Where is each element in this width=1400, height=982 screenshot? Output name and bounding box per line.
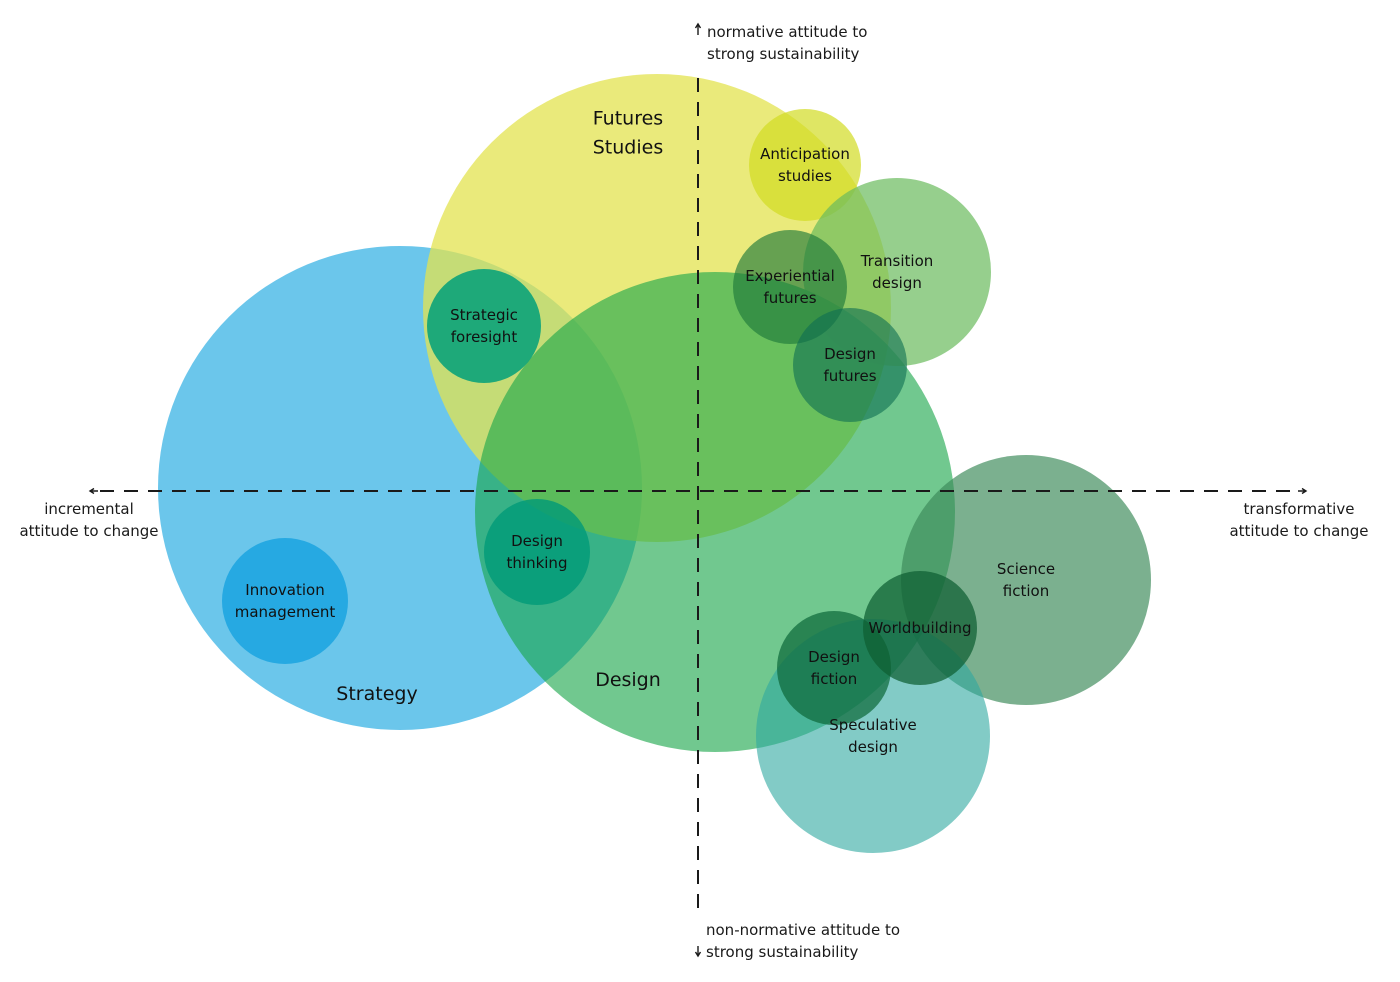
design-label: Design [595,669,661,691]
strategic-foresight-circle [427,269,541,383]
anticipation-studies-label-line: studies [778,167,832,185]
speculative-design-label-line: Speculative [829,716,917,734]
speculative-design-label: Speculative design [829,716,917,756]
transition-design-label: Transition design [860,252,934,292]
arrow-up-icon [694,22,702,35]
innovation-management-circle [222,538,348,664]
design-futures-label-line: Design [824,345,876,363]
design-fiction-label-line: Design [808,648,860,666]
innovation-management-label-line: Innovation [245,581,324,599]
innovation-management-label-line: management [235,603,336,621]
futures-studies-label-line: Studies [593,137,663,159]
experiential-futures-label-line: futures [763,289,816,307]
axis-label-left-line: attitude to change [19,522,158,540]
transition-design-label-line: Transition [860,252,934,270]
design-thinking-label-line: Design [511,532,563,550]
design-label-line: Design [595,669,661,691]
arrow-down-icon [694,946,702,958]
anticipation-studies-circle [749,109,861,221]
worldbuilding-label-line: Worldbuilding [868,619,971,637]
experiential-futures-label-line: Experiential [745,267,835,285]
speculative-design-label-line: design [848,738,898,756]
axis-label-bottom-line: strong sustainability [706,943,858,961]
circle-layer [158,74,1151,853]
strategy-label: Strategy [336,683,417,705]
innovation-management-label: Innovation management [235,581,336,621]
futures-studies-label-line: Futures [593,108,663,130]
science-fiction-label: Science fiction [997,560,1055,600]
arrow-left-icon [88,487,98,495]
strategic-foresight-label-line: Strategic [450,306,518,324]
axis-label-bottom: non-normative attitude to strong sustaina… [706,921,900,961]
axis-label-left: incremental attitude to change [19,500,158,540]
design-thinking-label-line: thinking [507,554,568,572]
axis-label-right-line: transformative [1244,500,1355,518]
axis-label-right: transformative attitude to change [1229,500,1368,540]
experiential-futures-circle [733,230,847,344]
worldbuilding-label: Worldbuilding [868,619,971,637]
anticipation-studies-label-line: Anticipation [760,145,850,163]
arrow-right-icon [1298,487,1308,495]
axes-layer [88,22,1308,958]
anticipation-studies-label: Anticipation studies [760,145,850,185]
experiential-futures-label: Experiential futures [745,267,835,307]
strategic-foresight-label-line: foresight [451,328,518,346]
axis-label-top: normative attitude to strong sustainabili… [707,23,867,63]
strategy-label-line: Strategy [336,683,417,705]
axis-label-left-line: incremental [44,500,134,518]
design-futures-label-line: futures [823,367,876,385]
design-thinking-circle [484,499,590,605]
science-fiction-label-line: fiction [1003,582,1049,600]
design-fiction-label: Design fiction [808,648,860,688]
strategic-foresight-label: Strategic foresight [450,306,518,346]
science-fiction-label-line: Science [997,560,1055,578]
design-fiction-circle [777,611,891,725]
design-thinking-label: Design thinking [507,532,568,572]
axis-label-top-line: normative attitude to [707,23,867,41]
design-futures-circle [793,308,907,422]
axis-label-top-line: strong sustainability [707,45,859,63]
design-futures-label: Design futures [823,345,876,385]
axis-label-bottom-line: non-normative attitude to [706,921,900,939]
design-fiction-label-line: fiction [811,670,857,688]
worldbuilding-circle [863,571,977,685]
axis-label-right-line: attitude to change [1229,522,1368,540]
transition-design-label-line: design [872,274,922,292]
